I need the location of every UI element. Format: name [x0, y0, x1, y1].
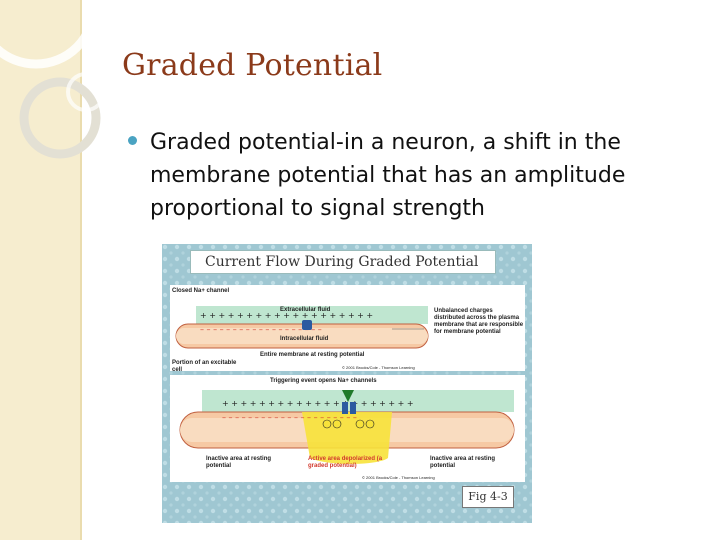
copyright-bottom: © 2001 Brooks/Cole - Thomson Learning: [362, 475, 435, 480]
label-inactive-right: Inactive area at resting potential: [430, 456, 496, 469]
label-active-area: Active area depolarized (a graded potent…: [308, 456, 383, 469]
bullet-text: Graded potential-in a neuron, a shift in…: [150, 130, 626, 221]
label-resting: Entire membrane at resting potential: [260, 352, 365, 358]
strip-divider: [80, 0, 82, 540]
label-unbalanced: Unbalanced charges distributed across th…: [434, 308, 524, 335]
svg-text:+ + + + + + + + + +: + + + + + + + + + + + + + + + + + + + + …: [222, 399, 414, 408]
slide-title: Graded Potential: [122, 48, 383, 83]
label-portion: Portion of an excitable cell: [172, 360, 237, 373]
bullet-icon: [128, 136, 137, 145]
svg-text:– – – – – – – – – –: – – – – – – – – – – – – – – – – – – –: [200, 325, 322, 334]
label-closed-channel: Closed Na+ channel: [172, 288, 230, 294]
figure-background: + + + + + + + + + + + + + + + + + + + – …: [162, 244, 532, 523]
svg-text:+ + + + + + + + + +: + + + + + + + + + + + + + + + + + + +: [200, 311, 373, 320]
label-trigger: Triggering event opens Na+ channels: [270, 378, 377, 384]
bullet-item: Graded potential-in a neuron, a shift in…: [128, 126, 688, 225]
label-extracellular: Extracellular fluid: [280, 307, 331, 313]
decor-circles: [0, 0, 106, 159]
figure-title: Current Flow During Graded Potential: [190, 250, 496, 274]
label-inactive-left: Inactive area at resting potential: [206, 456, 272, 469]
copyright-top: © 2001 Brooks/Cole - Thomson Learning: [342, 365, 415, 370]
figure-tag: Fig 4-3: [462, 486, 514, 508]
svg-text:– – – – – – – – – –: – – – – – – – – – – – – – – – – – – – – …: [222, 413, 357, 422]
label-intracellular: Intracellular fluid: [280, 336, 329, 342]
figure-image: + + + + + + + + + + + + + + + + + + + – …: [162, 244, 532, 523]
